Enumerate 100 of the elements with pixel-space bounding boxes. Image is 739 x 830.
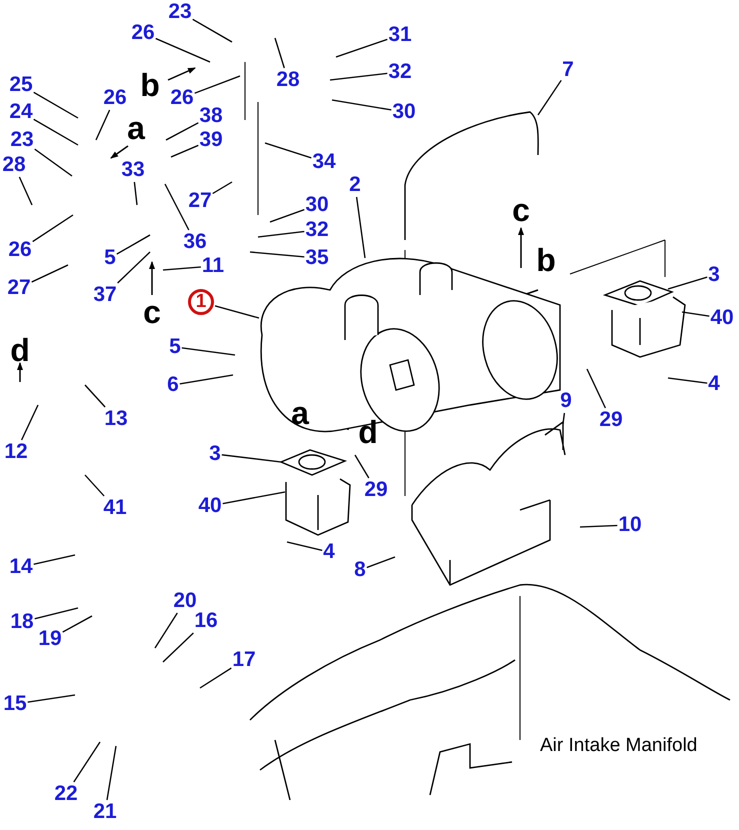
leader-line [212, 181, 232, 194]
callout-number: 11 [202, 255, 224, 277]
callout-number: 35 [305, 247, 329, 269]
leader-line [134, 182, 138, 206]
leader-line [200, 668, 232, 689]
leader-line [366, 556, 396, 568]
callout-number: 17 [232, 649, 256, 671]
leader-line [222, 454, 282, 463]
gasket-drawing [279, 449, 348, 476]
leader-line [250, 251, 304, 258]
leader-line [356, 196, 366, 258]
callout-number: 26 [170, 87, 194, 109]
callout-number: 4 [708, 373, 720, 395]
leader-line [562, 412, 566, 424]
callout-number: 27 [7, 277, 31, 299]
callout-number: 25 [9, 74, 33, 96]
support-bracket-drawing [411, 421, 566, 586]
leader-line [214, 305, 260, 319]
callout-number: 10 [618, 514, 642, 536]
callout-number: 40 [710, 307, 734, 329]
callout-number: 31 [388, 24, 412, 46]
callout-number: 5 [104, 247, 116, 269]
callout-number: 4 [323, 541, 335, 563]
reference-letter: d [358, 417, 378, 447]
leader-line [270, 208, 305, 223]
reference-letter: c [143, 297, 161, 327]
callout-number: 26 [103, 87, 127, 109]
leader-line [332, 99, 392, 111]
reference-letter: b [536, 245, 556, 275]
callout-number: 29 [599, 409, 623, 431]
leader-line [274, 38, 285, 68]
leader-line [180, 374, 234, 385]
callout-number: 36 [183, 231, 207, 253]
callout-number: 12 [4, 441, 28, 463]
callout-number: 40 [198, 495, 222, 517]
leader-line [155, 38, 210, 63]
leader-line [166, 122, 199, 141]
callout-number: 24 [9, 101, 33, 123]
callout-number: 28 [2, 154, 26, 176]
reference-letter: a [291, 398, 309, 428]
leader-line [258, 230, 304, 238]
leader-line [73, 742, 101, 782]
reference-letter: d [10, 335, 30, 365]
leader-line [264, 142, 312, 159]
callout-number: 27 [188, 190, 212, 212]
callout-number: 33 [121, 159, 145, 181]
leader-line [95, 110, 110, 140]
callout-number: 26 [8, 239, 32, 261]
leader-line [33, 92, 78, 119]
leader-line [34, 148, 72, 177]
callout-number: 13 [104, 408, 128, 430]
callout-number: 39 [199, 129, 223, 151]
leader-line [537, 80, 562, 116]
callout-number: 8 [354, 559, 366, 581]
leader-line [164, 184, 190, 230]
leader-line [62, 615, 92, 633]
callout-number: 37 [93, 284, 117, 306]
callout-number: 29 [364, 479, 388, 501]
leader-line [116, 234, 150, 255]
callout-number: 30 [305, 194, 329, 216]
leader-line [668, 276, 708, 290]
leader-line [162, 266, 201, 271]
callout-number: 34 [312, 151, 336, 173]
leader-line [117, 252, 150, 284]
callout-number: 15 [3, 693, 27, 715]
leader-line [31, 264, 68, 283]
leader-line [682, 311, 710, 317]
leader-line [192, 18, 232, 43]
callout-number: 7 [562, 59, 574, 81]
leader-line [34, 554, 76, 565]
callout-number: 21 [93, 801, 117, 823]
leader-line [28, 694, 76, 703]
callout-number: 41 [103, 497, 127, 519]
callout-number: 23 [10, 129, 34, 151]
leader-line [586, 368, 606, 408]
callout-number: 26 [131, 22, 155, 44]
leader-line [162, 632, 194, 662]
leader-line [336, 38, 388, 58]
callout-number: 3 [209, 443, 221, 465]
leader-line [84, 384, 106, 408]
callout-number: 2 [349, 174, 361, 196]
leader-line [84, 474, 105, 496]
circled-callout-number: 1 [188, 289, 214, 315]
leader-line [194, 75, 240, 94]
callout-number: 20 [173, 590, 197, 612]
leader-line [32, 214, 74, 242]
callout-number: 23 [168, 1, 192, 23]
callout-number: 30 [392, 101, 416, 123]
callout-number: 22 [54, 783, 78, 805]
callout-number: 18 [10, 611, 34, 633]
callout-number: 9 [560, 390, 572, 412]
callout-number: 28 [276, 69, 300, 91]
leader-line [106, 746, 117, 800]
callout-number: 38 [199, 105, 223, 127]
callout-number: 19 [38, 628, 62, 650]
callout-number: 32 [305, 219, 329, 241]
leader-line [354, 454, 370, 478]
reference-letter: a [127, 113, 145, 143]
callout-number: 3 [708, 264, 720, 286]
leader-line [170, 144, 199, 158]
